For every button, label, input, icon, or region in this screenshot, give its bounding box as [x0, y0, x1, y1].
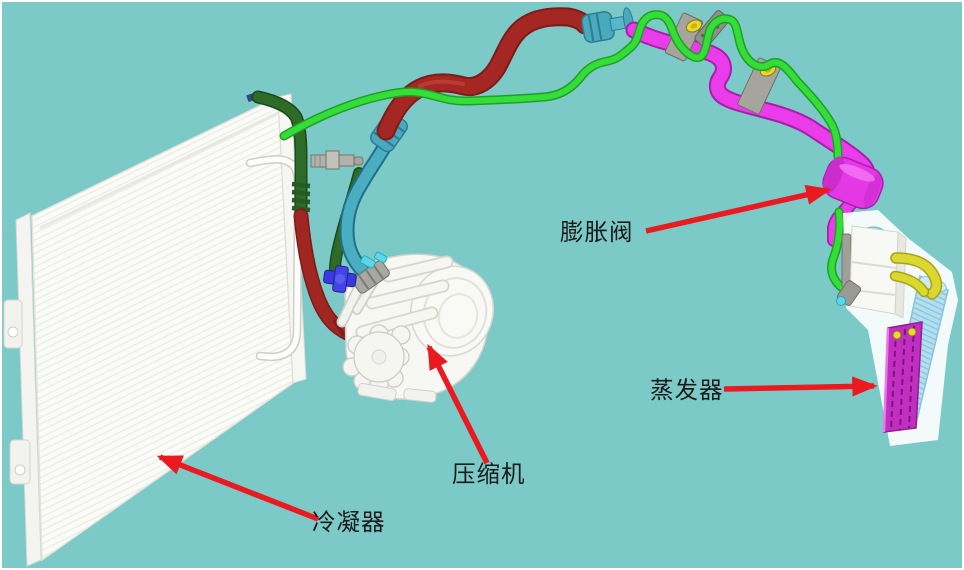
expansion-valve-label: 膨胀阀 — [560, 219, 634, 245]
compressor-label: 压缩机 — [452, 461, 526, 487]
evaporator-pipes — [889, 252, 943, 300]
discharge-port-fitting — [323, 251, 388, 293]
condenser-arrow — [156, 454, 320, 522]
evaporator-tank — [882, 321, 923, 433]
compressor-foot — [403, 388, 437, 403]
compressor-foot — [357, 382, 397, 402]
cyan-clip — [374, 251, 388, 264]
suction-port-connector — [352, 260, 390, 294]
evaporator-label: 蒸发器 — [650, 377, 724, 403]
valve-mounting-plate — [849, 225, 899, 315]
compressor-arrow — [426, 343, 490, 465]
evaporator — [836, 210, 958, 446]
tank-bolt — [892, 330, 902, 340]
expansion-valve-arrow — [645, 184, 832, 234]
expansion-valve — [822, 156, 884, 210]
clamp-bolt — [685, 19, 703, 33]
liquid-tube-green — [279, 10, 852, 296]
condenser-mount-tab — [9, 439, 31, 485]
annotations: 膨胀阀 蒸发器 压缩机 冷凝器 — [156, 184, 878, 535]
cyan-clip — [360, 255, 376, 269]
compressor — [336, 253, 494, 403]
cyan-fitting-tip — [836, 296, 846, 306]
evaporator-bracket — [841, 233, 852, 289]
service-fitting — [310, 150, 364, 170]
condenser-label: 冷凝器 — [312, 509, 386, 535]
condenser-mount-tab — [3, 299, 23, 349]
evaporator-arrow — [723, 376, 878, 397]
tank-bolt — [907, 327, 917, 337]
